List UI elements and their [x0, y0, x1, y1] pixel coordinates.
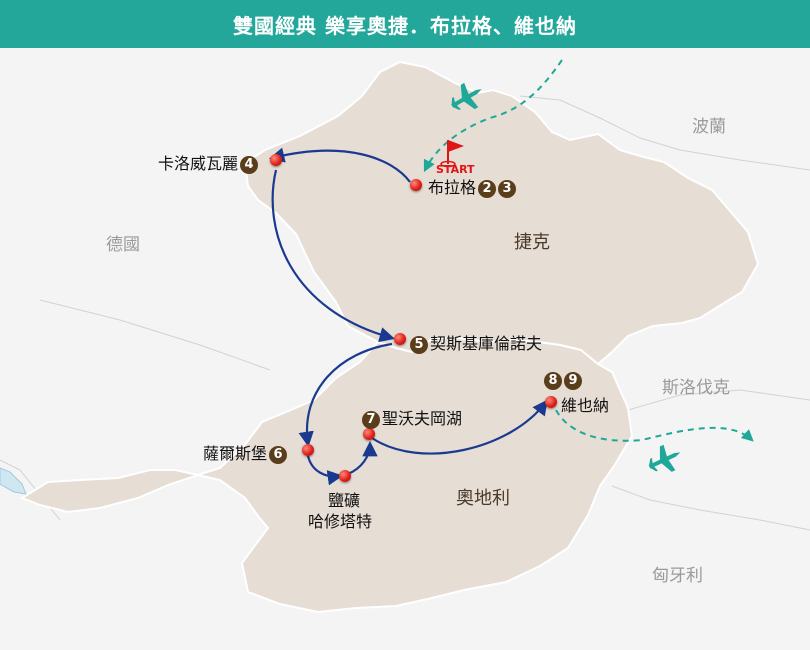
route-salzburg-salt-mine: [306, 455, 344, 486]
start-label: START: [436, 163, 475, 176]
city-name: 維也納: [561, 396, 610, 415]
route-karlovy-vary-cesky-krumlov: [271, 169, 395, 343]
day-badge: 6: [269, 445, 288, 464]
city-name: 鹽礦: [328, 491, 361, 510]
airplane-icon: [451, 82, 482, 111]
outbound-flight-path: [555, 409, 754, 442]
city-name: 契斯基庫倫諾夫: [430, 334, 543, 353]
route-map: [0, 59, 810, 614]
lake: [0, 467, 27, 495]
country-label-czech: 捷克: [514, 232, 550, 253]
map-pin-icon[interactable]: [545, 396, 557, 408]
day-badge: 5: [410, 335, 428, 354]
city-name: 布拉格: [428, 178, 477, 197]
route-prague-karlovy-vary: [269, 147, 411, 183]
day-badge: 7: [362, 410, 380, 429]
inbound-flight-path: [423, 59, 563, 173]
city-name: 卡洛威瓦麗: [158, 154, 239, 173]
city-label-salt-mine: 鹽礦: [328, 487, 360, 511]
country-label-germany: 德國: [106, 235, 140, 255]
country-borders: [0, 95, 810, 531]
flag-icon: [440, 140, 464, 168]
route-salt-mine-wolfgangsee: [347, 440, 378, 476]
route-cesky-krumlov-salzburg: [298, 342, 393, 448]
map-pin-icon[interactable]: [410, 179, 422, 191]
city-label-hallstatt: 哈修塔特: [308, 508, 372, 532]
flight-paths: [423, 59, 754, 442]
day-badge: 4: [240, 155, 259, 174]
city-name: 薩爾斯堡: [203, 444, 268, 463]
map-pin-icon[interactable]: [339, 470, 351, 482]
day-badge: 8: [544, 371, 562, 390]
country-label-slovakia: 斯洛伐克: [662, 378, 730, 398]
country-label-poland: 波蘭: [692, 117, 726, 137]
airplane-icon: [648, 444, 681, 472]
day-badge: 3: [498, 179, 517, 198]
city-name: 哈修塔特: [308, 512, 373, 531]
map-pin-icon[interactable]: [270, 154, 282, 166]
city-label-vienna: 維也納: [561, 392, 609, 416]
page-title: 雙國經典 樂享奧捷．布拉格、維也納: [0, 0, 810, 48]
city-name: 聖沃夫岡湖: [382, 409, 463, 428]
country-label-austria: 奧地利: [456, 488, 510, 509]
country-label-hungary: 匈牙利: [652, 566, 703, 586]
map-pin-icon[interactable]: [363, 428, 375, 440]
route-wolfgangsee-vienna: [371, 399, 548, 455]
map-pin-icon[interactable]: [394, 333, 406, 345]
day-badge: 2: [478, 179, 497, 198]
tour-route: [269, 147, 548, 486]
map-pin-icon[interactable]: [302, 444, 314, 456]
day-badge: 9: [564, 371, 582, 390]
czech-republic-shape: [243, 60, 760, 366]
